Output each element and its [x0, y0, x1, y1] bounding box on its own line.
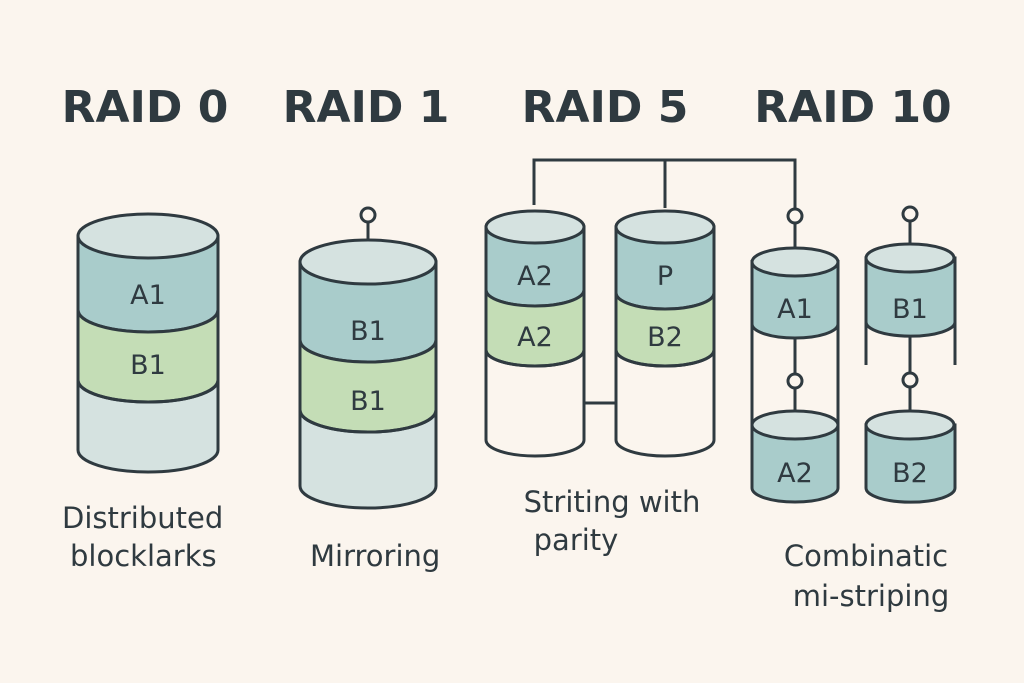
raid10-disk-a1: [750, 260, 840, 340]
raid1-disk: [298, 206, 438, 510]
raid10-disk-b1: [864, 256, 957, 338]
raid0-disk-top: [76, 212, 220, 260]
raid1-title: RAID 1: [283, 82, 450, 133]
controller-bus: [532, 158, 797, 405]
raid5-disk-1-block-2-label: A2: [517, 322, 553, 353]
raid10-disk-b2-label: B2: [892, 458, 928, 489]
raid10-right-top-node: [901, 205, 919, 223]
raid5-disk-1: [484, 209, 586, 458]
raid10-disk-a2: [750, 423, 840, 504]
raid0-block-b-label: B1: [130, 350, 166, 381]
raid10-disk-a1-label: A1: [777, 294, 813, 325]
raid0-title: RAID 0: [62, 82, 229, 133]
raid0-disk: [76, 212, 220, 474]
raid0-block-a-label: A1: [130, 280, 166, 311]
raid10-right-mid-node: [901, 371, 919, 389]
raid5-disk-2: [614, 209, 716, 458]
raid5-caption-line2: parity: [534, 523, 619, 557]
raid10-disk-b2: [864, 423, 957, 504]
raid10-disk-b1-top: [864, 242, 956, 274]
raid10-right-pair: [864, 205, 957, 504]
raid1-node: [359, 206, 377, 224]
raid0-caption-line1: Distributed: [62, 501, 223, 535]
raid1-block-2-label: B1: [350, 386, 386, 417]
raid5-disk-1-top: [484, 209, 586, 245]
raid5-disk-1-block-1-label: A2: [517, 261, 553, 292]
raid10-caption-line2: mi-striping: [793, 579, 949, 613]
raid5-disk-2-block-2-label: B2: [647, 322, 683, 353]
raid5-disk-2-top: [614, 209, 716, 245]
raid10-left-mid-node: [786, 372, 804, 390]
raid10-disk-a2-top: [750, 409, 840, 441]
raid10-caption-line1: Combinatic: [784, 539, 948, 573]
raid10-title: RAID 10: [754, 82, 951, 133]
raid1-block-1-label: B1: [350, 316, 386, 347]
raid10-disk-a2-label: A2: [777, 458, 813, 489]
raid10-disk-b2-top: [864, 409, 956, 441]
raid0-caption-line2: blocklarks: [70, 539, 217, 573]
raid10-left-pair: [750, 205, 840, 504]
raid1-disk-top: [298, 238, 438, 286]
raid5-disk-2-block-1-label: P: [657, 261, 673, 292]
raid5-title: RAID 5: [522, 82, 689, 133]
raid1-caption: Mirroring: [310, 539, 440, 573]
raid10-left-top-node: [786, 207, 804, 225]
raid10-disk-a1-top: [750, 246, 840, 278]
raid5-caption-line1: Striting with: [524, 485, 701, 519]
raid10-disk-b1-label: B1: [892, 294, 928, 325]
